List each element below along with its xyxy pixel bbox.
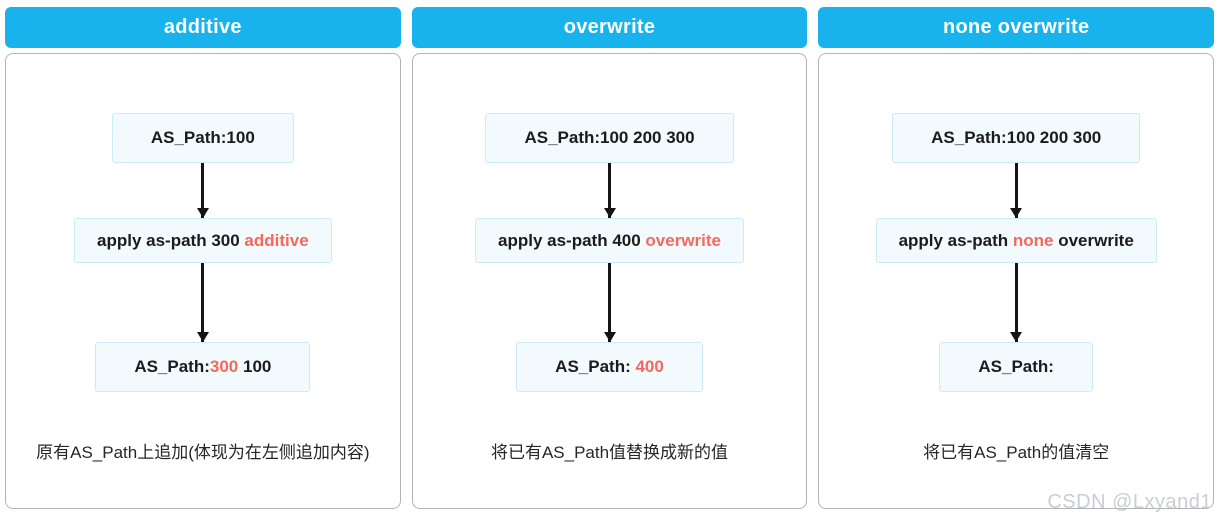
down-arrow-icon [201, 263, 205, 342]
result-text: AS_Path: [134, 357, 210, 376]
initial-text: AS_Path:100 [150, 128, 255, 147]
panel-none-overwrite-caption: 将已有AS_Path的值清空 [923, 443, 1110, 462]
result-text: AS_Path: [978, 357, 1054, 376]
panel-overwrite-body: AS_Path:100 200 300 apply as-path 400 ov… [411, 53, 808, 509]
command-keyword-highlight: overwrite [645, 230, 721, 250]
as-path-result-box: AS_Path: 400 [516, 342, 703, 392]
panel-overwrite-title: overwrite [411, 7, 808, 48]
initial-text: AS_Path:100 200 300 [931, 128, 1102, 147]
as-path-initial-box: AS_Path:100 [111, 113, 294, 163]
command-text: apply as-path [898, 230, 1013, 250]
down-arrow-icon [1014, 263, 1018, 342]
command-text: apply as-path 400 [498, 230, 646, 250]
panel-additive-title: additive [5, 7, 401, 48]
panel-none-overwrite-body: AS_Path:100 200 300 apply as-path none o… [818, 53, 1215, 509]
panel-additive-body: AS_Path:100 apply as-path 300 additive A… [5, 53, 401, 509]
command-keyword-highlight: none [1012, 230, 1054, 250]
as-path-initial-box: AS_Path:100 200 300 [892, 113, 1141, 163]
down-arrow-icon [608, 263, 611, 342]
down-arrow-icon [201, 163, 205, 218]
initial-text: AS_Path:100 200 300 [524, 128, 695, 147]
panel-none-overwrite-title: none overwrite [818, 7, 1215, 48]
result-text-highlight: 300 [209, 357, 239, 376]
as-path-result-box: AS_Path: [939, 342, 1093, 392]
command-text-rest: overwrite [1053, 230, 1134, 250]
command-text: apply as-path 300 [97, 230, 245, 250]
down-arrow-icon [1014, 163, 1018, 218]
as-path-initial-box: AS_Path:100 200 300 [485, 113, 734, 163]
command-keyword-highlight: additive [244, 230, 309, 250]
panel-additive: additive AS_Path:100 apply as-path 300 a… [5, 7, 401, 509]
apply-command-box: apply as-path 400 overwrite [475, 218, 744, 263]
apply-command-box: apply as-path none overwrite [875, 218, 1157, 263]
panel-overwrite-caption: 将已有AS_Path值替换成新的值 [490, 443, 729, 462]
csdn-watermark: CSDN @Lxyand1 [1047, 491, 1212, 513]
panel-additive-caption: 原有AS_Path上追加(体现为在左侧追加内容) [36, 443, 370, 462]
result-text: AS_Path: [555, 357, 636, 376]
result-text-rest: 100 [238, 357, 272, 376]
panel-overwrite: overwrite AS_Path:100 200 300 apply as-p… [411, 7, 808, 509]
result-text-highlight: 400 [635, 357, 664, 376]
panel-none-overwrite: none overwrite AS_Path:100 200 300 apply… [818, 7, 1215, 509]
down-arrow-icon [608, 163, 611, 218]
as-path-result-box: AS_Path:300 100 [95, 342, 311, 392]
apply-command-box: apply as-path 300 additive [74, 218, 332, 263]
